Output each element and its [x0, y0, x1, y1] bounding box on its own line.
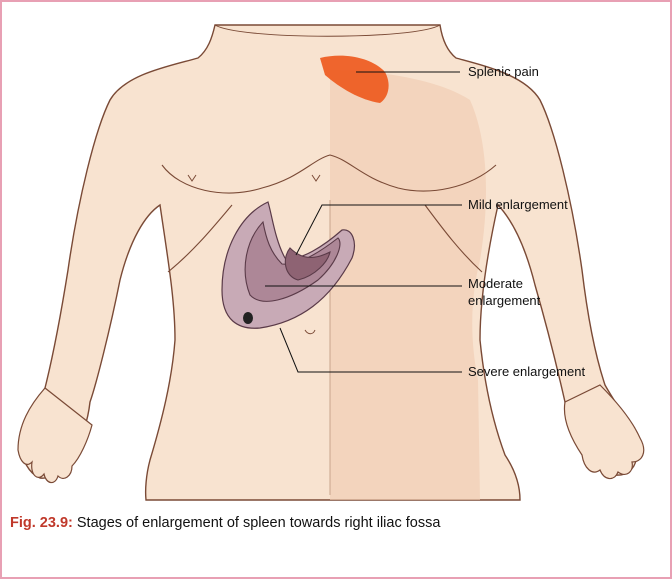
right-hand [564, 385, 643, 479]
label-mild-enlargement: Mild enlargement [468, 197, 568, 213]
label-severe-enlargement: Severe enlargement [468, 364, 585, 380]
label-moderate-line1: Moderate [468, 276, 523, 292]
caption-text: Stages of enlargement of spleen towards … [77, 515, 441, 531]
torso-shading [330, 70, 486, 500]
label-moderate-line2: enlargement [468, 293, 540, 309]
iliac-spot [243, 312, 253, 324]
label-splenic-pain: Splenic pain [468, 64, 539, 80]
figure-number: Fig. 23.9: [10, 515, 73, 531]
figure-caption: Fig. 23.9: Stages of enlargement of sple… [10, 512, 660, 534]
